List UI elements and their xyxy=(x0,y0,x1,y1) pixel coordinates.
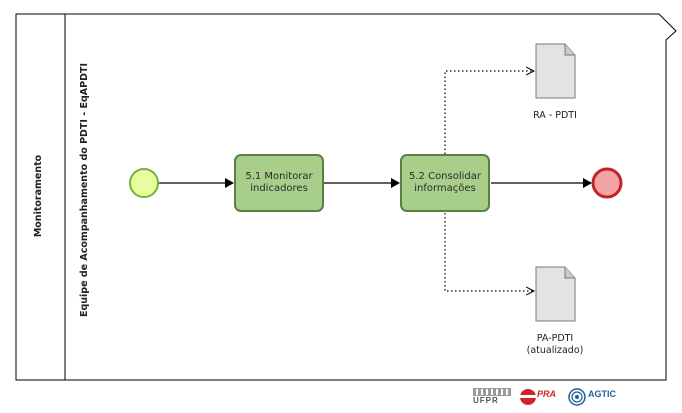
task-monitorar-indicadores-label: 5.1 Monitorar indicadores xyxy=(245,171,313,194)
start-event[interactable] xyxy=(129,168,159,198)
pa-pdti-document-icon[interactable] xyxy=(535,266,576,322)
task-monitorar-indicadores[interactable]: 5.1 Monitorar indicadores xyxy=(234,154,324,212)
pool-label: Monitoramento xyxy=(33,154,44,238)
pra-logo-text: PRA xyxy=(537,389,557,399)
ra-pdti-document-icon[interactable] xyxy=(535,43,576,99)
agtic-logo-icon xyxy=(568,388,586,406)
pra-logo-icon xyxy=(520,389,536,405)
association-to-pa-pdti[interactable] xyxy=(444,213,534,291)
pa-pdti-label: PA-PDTI (atualizado) xyxy=(526,333,584,356)
pool-border xyxy=(15,13,677,381)
end-event[interactable] xyxy=(591,167,623,199)
ufpr-logo-text: UFPR xyxy=(473,396,499,405)
task-consolidar-informacoes[interactable]: 5.2 Consolidar informações xyxy=(400,154,490,212)
ra-pdti-label: RA - PDTI xyxy=(533,110,577,121)
ufpr-logo xyxy=(473,388,511,396)
lane-label: Equipe de Acompanhamento do PDTI - EqAPD… xyxy=(79,62,90,317)
task-consolidar-informacoes-label: 5.2 Consolidar informações xyxy=(409,171,481,194)
agtic-logo-text: AGTIC xyxy=(588,389,616,399)
